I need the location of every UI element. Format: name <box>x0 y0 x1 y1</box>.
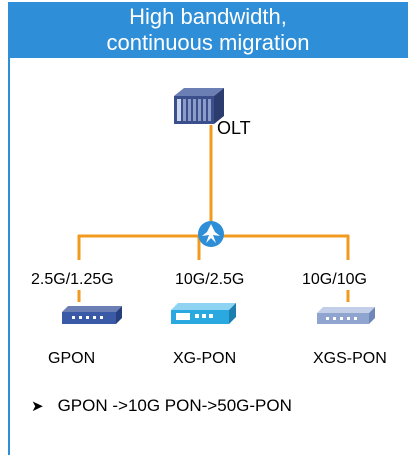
olt-device-icon <box>174 88 224 124</box>
onu-device-gpon <box>62 306 122 324</box>
onu-device-xgpon <box>171 303 236 324</box>
arrow-bullet-icon: ➤ <box>31 398 44 415</box>
pon-name-gpon: GPON <box>48 350 96 367</box>
onu-device-xgspon <box>317 307 375 324</box>
header-title-line-2: continuous migration <box>106 30 310 55</box>
header-title-line-1: High bandwidth, <box>129 4 287 29</box>
panel-left-border <box>8 58 10 455</box>
rate-label-xgspon: 10G/10G <box>302 271 367 288</box>
evolution-text: GPON ->10G PON->50G-PON <box>57 396 292 415</box>
evolution-bullet: ➤ GPON ->10G PON->50G-PON <box>31 396 292 416</box>
diagram-header: High bandwidth, continuous migration <box>8 2 408 58</box>
diagram-panel: High bandwidth, continuous migration <box>8 2 408 455</box>
rate-label-gpon: 2.5G/1.25G <box>31 271 114 288</box>
olt-label: OLT <box>217 118 251 138</box>
pon-name-xgspon: XGS-PON <box>313 350 387 367</box>
rate-label-xgpon: 10G/2.5G <box>175 271 245 288</box>
splitter-icon <box>198 221 224 247</box>
pon-name-xgpon: XG-PON <box>173 350 237 367</box>
